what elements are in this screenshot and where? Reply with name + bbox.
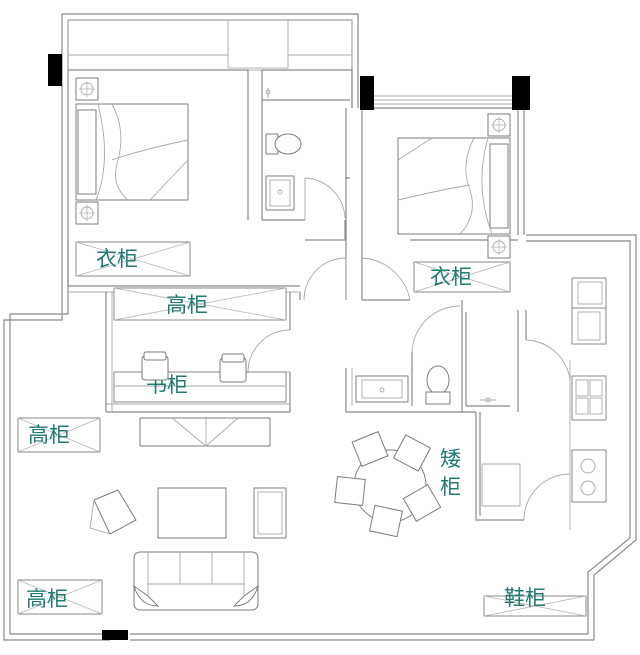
wardrobe-right: 衣柜	[413, 261, 511, 293]
shoe-cabinet-label: 鞋柜	[504, 586, 546, 610]
wardrobe-left: 衣柜	[75, 241, 191, 277]
study: 高柜 书柜	[105, 287, 291, 413]
dining: 矮 柜	[334, 431, 461, 538]
tall-cabinet-left-lower: 高柜	[17, 579, 103, 615]
shoe-cabinet: 鞋柜	[483, 586, 587, 617]
tall-cabinet-left-upper: 高柜	[17, 417, 101, 453]
right-balcony-railing	[372, 95, 518, 109]
tall-cabinet-left-lower-label: 高柜	[26, 587, 68, 611]
doors-center	[299, 257, 411, 301]
wardrobe-right-label: 衣柜	[430, 265, 472, 289]
left-bedroom	[67, 77, 300, 293]
kitchen	[475, 277, 607, 530]
tall-cabinet-top-label: 高柜	[166, 293, 208, 317]
bathroom-top	[261, 70, 350, 241]
low-cabinet-label-1: 矮	[440, 447, 461, 471]
living-room	[89, 417, 287, 611]
right-bedroom	[345, 108, 518, 300]
tall-cabinet-left-upper-label: 高柜	[28, 423, 70, 447]
balcony	[67, 19, 353, 220]
bathroom-center	[345, 300, 510, 413]
structural-columns	[48, 54, 530, 640]
low-cabinet-label-2: 柜	[440, 475, 461, 499]
wardrobe-left-label: 衣柜	[96, 247, 138, 271]
